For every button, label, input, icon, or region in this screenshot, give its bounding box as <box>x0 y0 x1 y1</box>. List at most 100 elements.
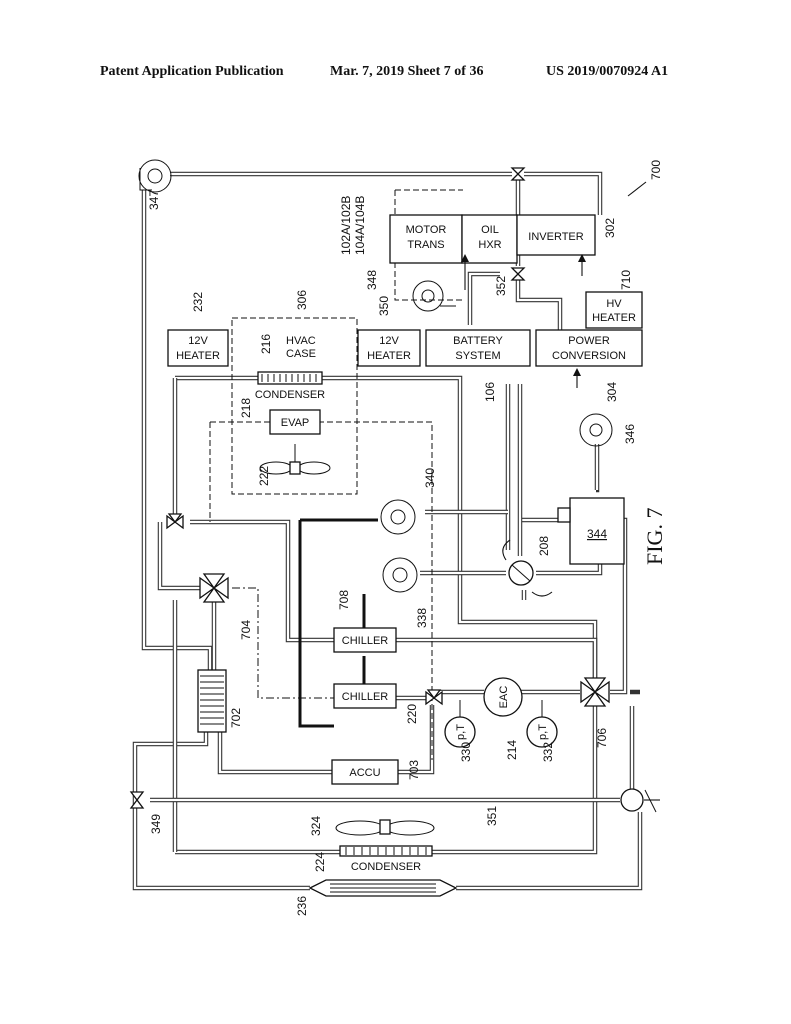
svg-text:EVAP: EVAP <box>281 417 310 429</box>
power-conversion-box: POWER CONVERSION <box>535 329 643 367</box>
svg-text:CONVERSION: CONVERSION <box>552 350 626 362</box>
svg-text:338: 338 <box>415 608 429 628</box>
svg-text:ACCU: ACCU <box>349 767 380 779</box>
heat-exchanger-236 <box>308 879 458 897</box>
valve-3way-left-icon <box>166 513 184 530</box>
expansion-valve-704-icon <box>199 573 229 603</box>
svg-text:222: 222 <box>257 466 271 486</box>
svg-text:CONDENSER: CONDENSER <box>255 389 325 401</box>
svg-text:216: 216 <box>259 334 273 354</box>
svg-text:HVAC: HVAC <box>286 335 316 347</box>
svg-text:CHILLER: CHILLER <box>342 635 389 647</box>
hvac-condenser: CONDENSER <box>255 371 325 401</box>
svg-text:710: 710 <box>619 270 633 290</box>
svg-text:332: 332 <box>541 742 555 762</box>
svg-text:348: 348 <box>365 270 379 290</box>
svg-text:214: 214 <box>505 740 519 760</box>
pump-346-icon <box>579 413 613 447</box>
svg-text:232: 232 <box>191 292 205 312</box>
svg-text:CASE: CASE <box>286 348 316 360</box>
svg-text:344: 344 <box>587 527 607 541</box>
svg-text:302: 302 <box>603 218 617 238</box>
svg-text:340: 340 <box>423 468 437 488</box>
svg-text:106: 106 <box>483 382 497 402</box>
accumulator-box: ACCU <box>331 759 399 785</box>
svg-text:306: 306 <box>295 290 309 310</box>
svg-text:HEATER: HEATER <box>367 350 411 362</box>
ref-700-leader <box>627 181 647 197</box>
svg-text:700: 700 <box>649 160 663 180</box>
svg-text:346: 346 <box>623 424 637 444</box>
svg-text:p,T: p,T <box>455 724 467 740</box>
svg-text:SYSTEM: SYSTEM <box>455 350 500 362</box>
svg-text:352: 352 <box>494 276 508 296</box>
coolant-tank-344: 344 <box>557 497 625 565</box>
svg-text:HEATER: HEATER <box>592 312 636 324</box>
svg-text:EAC: EAC <box>498 686 510 709</box>
svg-text:706: 706 <box>595 728 609 748</box>
evap-dashed-loop <box>209 421 433 760</box>
figure-label: FIG. 7 <box>642 508 667 565</box>
svg-text:TRANS: TRANS <box>407 239 444 251</box>
svg-text:12V: 12V <box>188 335 208 347</box>
svg-text:HEATER: HEATER <box>176 350 220 362</box>
chiller-loop <box>298 518 378 728</box>
motor-trans-box: MOTOR TRANS <box>389 214 463 264</box>
date-sheet-label: Mar. 7, 2019 Sheet 7 of 36 <box>330 64 484 79</box>
four-way-valve-208-icon <box>508 560 534 586</box>
svg-text:CONDENSER: CONDENSER <box>351 861 421 873</box>
svg-text:CHILLER: CHILLER <box>342 691 389 703</box>
svg-text:704: 704 <box>239 620 253 640</box>
svg-text:703: 703 <box>407 760 421 780</box>
svg-text:102A/102B: 102A/102B <box>339 196 353 255</box>
valve-top-icon <box>510 167 526 281</box>
battery-system-box: BATTERY SYSTEM <box>425 329 531 367</box>
heater-12v-mid-box: 12V HEATER <box>357 329 421 367</box>
svg-text:HV: HV <box>606 298 622 310</box>
svg-text:349: 349 <box>149 814 163 834</box>
svg-text:208: 208 <box>537 536 551 556</box>
chiller-upper-box: CHILLER <box>333 627 397 653</box>
reference-numerals: 347 102A/102B 104A/104B 348 350 352 302 … <box>147 160 663 916</box>
radiator-702 <box>197 669 227 733</box>
publication-label: Patent Application Publication <box>100 64 284 79</box>
bottom-fan-324-icon <box>335 819 435 836</box>
valve-349-icon <box>129 791 145 809</box>
svg-text:708: 708 <box>337 590 351 610</box>
inverter-box: INVERTER <box>516 214 596 256</box>
radiator-valve-icon <box>620 788 657 813</box>
svg-text:12V: 12V <box>379 335 399 347</box>
svg-text:350: 350 <box>377 296 391 316</box>
svg-text:330: 330 <box>459 742 473 762</box>
svg-text:218: 218 <box>239 398 253 418</box>
pump-347-icon <box>138 159 172 193</box>
hvac-blower-fan-icon <box>259 444 331 475</box>
bottom-condenser-224: CONDENSER <box>339 845 433 873</box>
svg-text:OIL: OIL <box>481 224 499 236</box>
coolant-pipes <box>132 171 643 891</box>
pump-338-icon <box>382 557 418 593</box>
svg-text:347: 347 <box>147 190 161 210</box>
svg-text:MOTOR: MOTOR <box>406 224 447 236</box>
svg-text:702: 702 <box>229 708 243 728</box>
pump-340-icon <box>380 499 416 535</box>
svg-text:324: 324 <box>309 816 323 836</box>
hvac-case-outline <box>231 317 358 495</box>
svg-text:220: 220 <box>405 704 419 724</box>
valve-3way-mid-icon <box>425 689 443 706</box>
heater-12v-left-box: 12V HEATER <box>167 329 229 367</box>
svg-text:p,T: p,T <box>537 724 549 740</box>
valve-706-icon <box>580 677 610 707</box>
svg-text:304: 304 <box>605 382 619 402</box>
pt-sensor-left-icon: p,T <box>444 700 476 748</box>
svg-text:351: 351 <box>485 806 499 826</box>
svg-text:BATTERY: BATTERY <box>453 335 503 347</box>
svg-text:HXR: HXR <box>478 239 501 251</box>
svg-text:104A/104B: 104A/104B <box>353 196 367 255</box>
chiller-lower-box: CHILLER <box>333 683 397 709</box>
svg-text:236: 236 <box>295 896 309 916</box>
valve-control-line <box>232 587 334 699</box>
publication-number: US 2019/0070924 A1 <box>546 64 669 79</box>
